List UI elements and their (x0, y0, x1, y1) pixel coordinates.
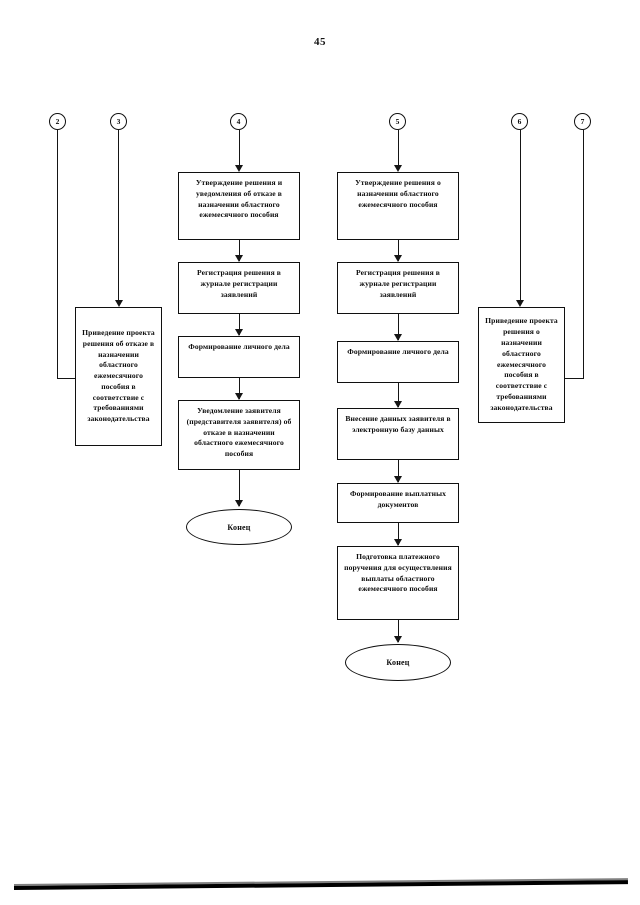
node-form-payment-documents: Формирование выплатных документов (337, 483, 459, 523)
line-grant-5-6 (397, 523, 399, 545)
line-connector2-drop (57, 130, 58, 379)
node-prepare-payment-order: Подготовка платежного поручения для осущ… (337, 546, 459, 620)
terminator-end-grant: Конец (345, 644, 451, 681)
arrow-refusal-3-4 (235, 393, 243, 400)
line-grant-4-5 (397, 460, 399, 482)
node-grant-form-personal-file: Формирование личного дела (337, 341, 459, 383)
node-refusal-project-revision: Приведение проекта решения об отказе в н… (75, 307, 162, 446)
node-notify-applicant-refusal: Уведомление заявителя (представителя зая… (178, 400, 300, 470)
connector-circle-7: 7 (574, 113, 591, 130)
arrow-grant-5-6 (394, 539, 402, 546)
line-connector3-drop (118, 130, 119, 304)
arrow-grant-2-3 (394, 334, 402, 341)
arrow-connector3 (114, 300, 123, 307)
arrow-grant-end (394, 636, 402, 643)
node-grant-register-decision: Регистрация решения в журнале регистраци… (337, 262, 459, 314)
connector-circle-3: 3 (110, 113, 127, 130)
connector-circle-5: 5 (389, 113, 406, 130)
connector-circle-6: 6 (511, 113, 528, 130)
line-connector7-elbow (564, 378, 583, 379)
connector-circle-4: 4 (230, 113, 247, 130)
line-connector4-drop (238, 130, 240, 168)
node-approve-refusal-decision: Утверждение решения и уведомления об отк… (178, 172, 300, 240)
arrow-grant-1-2 (394, 255, 402, 262)
line-refusal-3-4 (238, 378, 240, 399)
page-number: 45 (314, 36, 326, 48)
line-grant-3-4 (397, 383, 399, 407)
arrow-refusal-2-3 (235, 329, 243, 336)
arrow-refusal-1-2 (235, 255, 243, 262)
line-grant-6-end (397, 620, 399, 642)
node-enter-applicant-data: Внесение данных заявителя в электронную … (337, 408, 459, 460)
node-refusal-register-decision: Регистрация решения в журнале регистраци… (178, 262, 300, 314)
node-refusal-form-personal-file: Формирование личного дела (178, 336, 300, 378)
line-refusal-1-2 (238, 240, 240, 261)
line-grant-1-2 (397, 240, 399, 261)
line-refusal-4-end (238, 470, 240, 506)
line-connector6-drop (519, 130, 521, 304)
arrow-connector6 (516, 300, 524, 307)
line-refusal-2-3 (238, 314, 240, 335)
arrow-refusal-end (235, 500, 243, 507)
arrow-connector5 (394, 165, 402, 172)
line-connector5-drop (397, 130, 399, 168)
line-connector2-elbow (57, 378, 75, 379)
connector-circle-2: 2 (49, 113, 66, 130)
terminator-end-refusal: Конец (186, 509, 292, 545)
arrow-grant-3-4 (394, 401, 402, 408)
line-grant-2-3 (397, 314, 399, 340)
arrow-connector4 (235, 165, 243, 172)
node-grant-project-revision: Приведение проекта решения о назначении … (478, 307, 565, 423)
node-approve-grant-decision: Утверждение решения о назначении областн… (337, 172, 459, 240)
arrow-grant-4-5 (394, 476, 402, 483)
line-connector7-drop (582, 130, 584, 379)
